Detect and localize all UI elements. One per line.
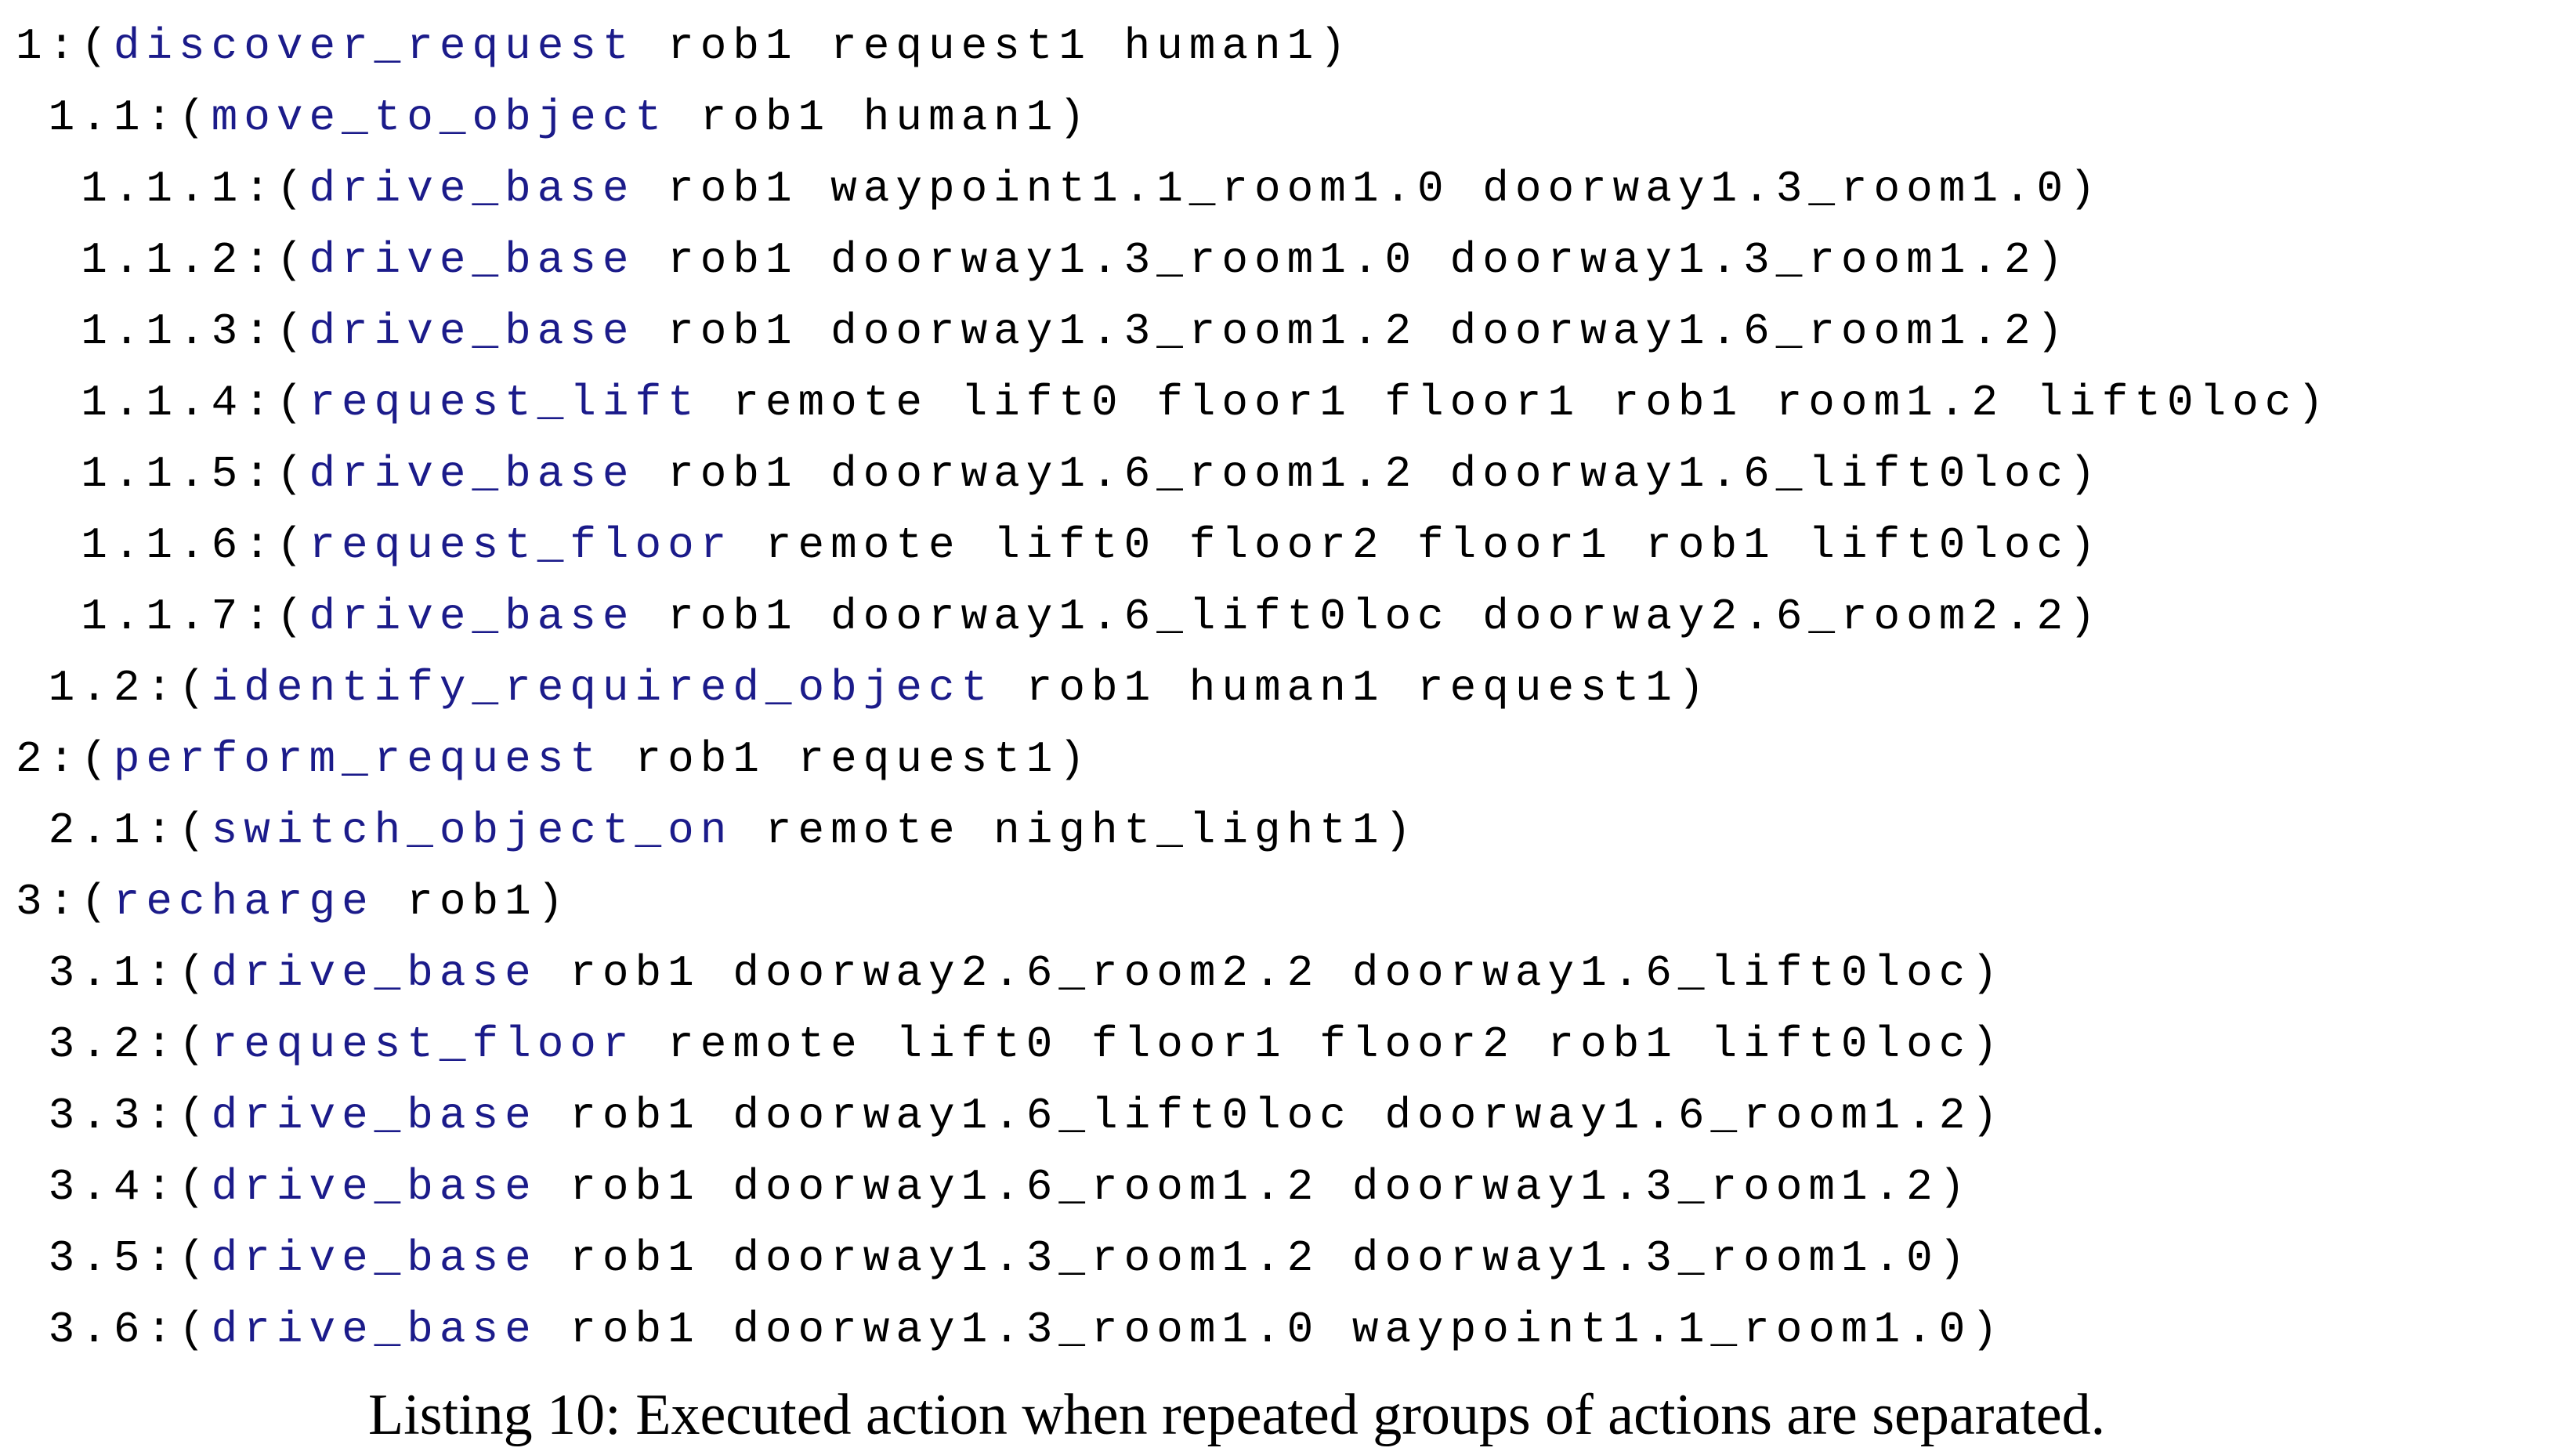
plan-line: 1.1.6:(request_floor remote lift0 floor2… bbox=[16, 510, 2576, 581]
line-args: rob1 doorway1.6_lift0loc doorway1.6_room… bbox=[537, 1091, 2004, 1141]
line-args: remote lift0 floor1 floor2 rob1 lift0loc… bbox=[635, 1019, 2004, 1070]
action-name: drive_base bbox=[211, 948, 537, 998]
line-args: rob1 doorway2.6_room2.2 doorway1.6_lift0… bbox=[537, 948, 2004, 998]
action-name: drive_base bbox=[309, 164, 635, 214]
line-args: remote lift0 floor2 floor1 rob1 lift0loc… bbox=[733, 520, 2102, 570]
line-args: rob1 request1) bbox=[602, 734, 1092, 784]
line-args: rob1 doorway1.6_room1.2 doorway1.3_room1… bbox=[537, 1162, 1972, 1212]
line-args: rob1 request1 human1) bbox=[635, 21, 1352, 71]
line-args: rob1 doorway1.6_lift0loc doorway2.6_room… bbox=[635, 592, 2102, 642]
line-prefix: 1.1.3:( bbox=[16, 306, 309, 357]
plan-line: 1:(discover_request rob1 request1 human1… bbox=[16, 11, 2576, 82]
plan-line: 1.2:(identify_required_object rob1 human… bbox=[16, 653, 2576, 724]
line-args: rob1 doorway1.3_room1.2 doorway1.6_room1… bbox=[635, 306, 2070, 357]
action-name: drive_base bbox=[309, 306, 635, 357]
action-name: recharge bbox=[113, 877, 374, 927]
plan-line: 3:(recharge rob1) bbox=[16, 867, 2576, 938]
line-prefix: 1.1:( bbox=[16, 92, 212, 143]
line-prefix: 1.1.4:( bbox=[16, 378, 309, 428]
action-name: request_lift bbox=[309, 378, 700, 428]
plan-line: 1.1.7:(drive_base rob1 doorway1.6_lift0l… bbox=[16, 581, 2576, 653]
plan-line: 1.1.1:(drive_base rob1 waypoint1.1_room1… bbox=[16, 154, 2576, 225]
line-args: remote night_light1) bbox=[733, 805, 1418, 856]
line-prefix: 1.1.7:( bbox=[16, 592, 309, 642]
line-prefix: 2:( bbox=[16, 734, 114, 784]
plan-line: 3.4:(drive_base rob1 doorway1.6_room1.2 … bbox=[16, 1152, 2576, 1223]
action-name: switch_object_on bbox=[211, 805, 733, 856]
line-prefix: 3.4:( bbox=[16, 1162, 212, 1212]
action-name: drive_base bbox=[211, 1091, 537, 1141]
line-prefix: 1.1.5:( bbox=[16, 449, 309, 499]
line-prefix: 2.1:( bbox=[16, 805, 212, 856]
line-args: remote lift0 floor1 floor1 rob1 room1.2 … bbox=[700, 378, 2330, 428]
line-prefix: 3.6:( bbox=[16, 1305, 212, 1355]
line-prefix: 3.5:( bbox=[16, 1233, 212, 1283]
plan-line: 3.1:(drive_base rob1 doorway2.6_room2.2 … bbox=[16, 938, 2576, 1009]
line-args: rob1 waypoint1.1_room1.0 doorway1.3_room… bbox=[635, 164, 2102, 214]
action-name: drive_base bbox=[211, 1162, 537, 1212]
line-prefix: 1.1.6:( bbox=[16, 520, 309, 570]
line-args: rob1 doorway1.6_room1.2 doorway1.6_lift0… bbox=[635, 449, 2102, 499]
line-prefix: 1:( bbox=[16, 21, 114, 71]
plan-line: 1.1.3:(drive_base rob1 doorway1.3_room1.… bbox=[16, 296, 2576, 367]
action-name: request_floor bbox=[309, 520, 733, 570]
action-name: identify_required_object bbox=[211, 663, 994, 713]
line-prefix: 1.1.2:( bbox=[16, 235, 309, 285]
plan-line: 3.3:(drive_base rob1 doorway1.6_lift0loc… bbox=[16, 1080, 2576, 1152]
line-args: rob1 doorway1.3_room1.0 waypoint1.1_room… bbox=[537, 1305, 2004, 1355]
line-args: rob1 doorway1.3_room1.2 doorway1.3_room1… bbox=[537, 1233, 1972, 1283]
action-name: drive_base bbox=[309, 235, 635, 285]
line-args: rob1 human1) bbox=[668, 92, 1091, 143]
plan-line: 3.5:(drive_base rob1 doorway1.3_room1.2 … bbox=[16, 1223, 2576, 1294]
listing-caption: Listing 10: Executed action when repeate… bbox=[368, 1383, 2106, 1447]
action-name: drive_base bbox=[211, 1233, 537, 1283]
action-name: request_floor bbox=[211, 1019, 635, 1070]
action-name: discover_request bbox=[113, 21, 635, 71]
action-name: drive_base bbox=[309, 449, 635, 499]
action-name: perform_request bbox=[113, 734, 602, 784]
line-args: rob1 human1 request1) bbox=[993, 663, 1711, 713]
action-name: drive_base bbox=[309, 592, 635, 642]
line-prefix: 3.3:( bbox=[16, 1091, 212, 1141]
plan-line: 2:(perform_request rob1 request1) bbox=[16, 724, 2576, 795]
code-listing: 1:(discover_request rob1 request1 human1… bbox=[16, 11, 2576, 1366]
line-prefix: 3:( bbox=[16, 877, 114, 927]
line-args: rob1) bbox=[374, 877, 570, 927]
line-prefix: 1.1.1:( bbox=[16, 164, 309, 214]
plan-line: 1.1.4:(request_lift remote lift0 floor1 … bbox=[16, 367, 2576, 439]
plan-line: 1.1:(move_to_object rob1 human1) bbox=[16, 82, 2576, 154]
line-args: rob1 doorway1.3_room1.0 doorway1.3_room1… bbox=[635, 235, 2070, 285]
plan-line: 2.1:(switch_object_on remote night_light… bbox=[16, 795, 2576, 867]
plan-line: 3.2:(request_floor remote lift0 floor1 f… bbox=[16, 1009, 2576, 1080]
plan-line: 1.1.5:(drive_base rob1 doorway1.6_room1.… bbox=[16, 439, 2576, 510]
line-prefix: 3.1:( bbox=[16, 948, 212, 998]
plan-line: 1.1.2:(drive_base rob1 doorway1.3_room1.… bbox=[16, 225, 2576, 296]
plan-line: 3.6:(drive_base rob1 doorway1.3_room1.0 … bbox=[16, 1294, 2576, 1366]
action-name: move_to_object bbox=[211, 92, 668, 143]
line-prefix: 1.2:( bbox=[16, 663, 212, 713]
line-prefix: 3.2:( bbox=[16, 1019, 212, 1070]
action-name: drive_base bbox=[211, 1305, 537, 1355]
